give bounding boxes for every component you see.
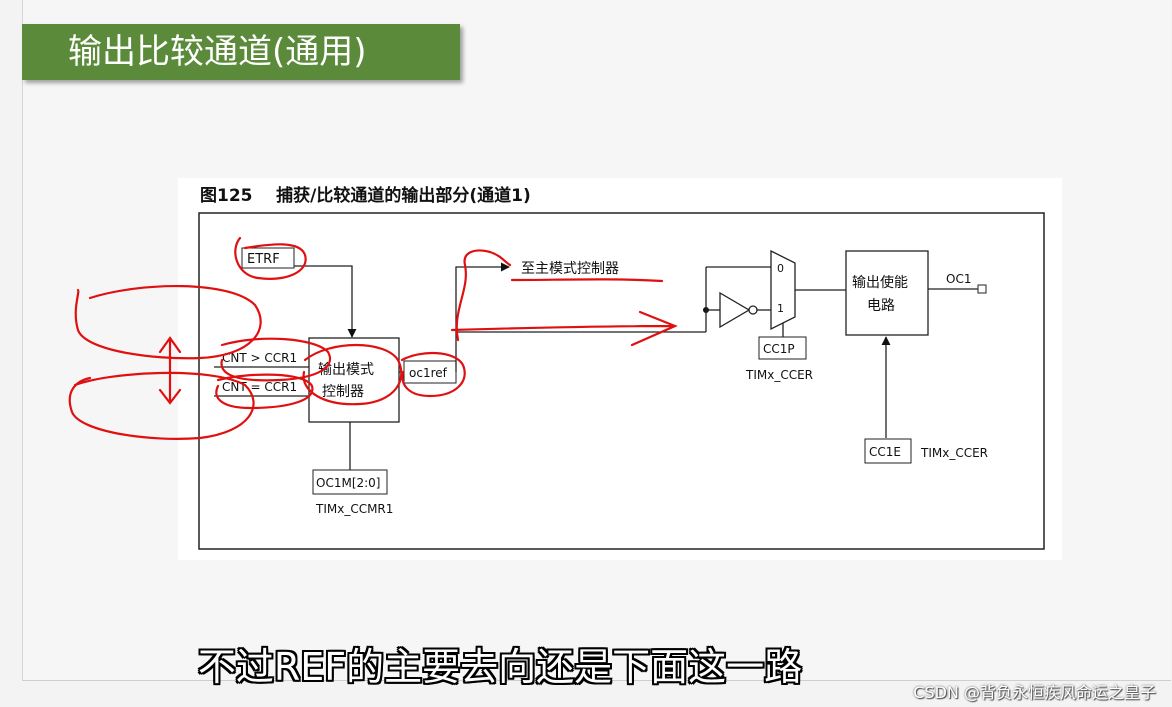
etrf-box — [241, 247, 295, 269]
mode-controller-box — [308, 337, 400, 423]
csdn-watermark: CSDN @背负永恒疾风命运之皇子 — [913, 683, 1156, 702]
mode-controller-label-2: 控制器 — [322, 384, 364, 400]
cc1p-box — [758, 336, 807, 360]
slide-title: 输出比较通道(通用) — [22, 24, 460, 80]
annotation-branch-curve — [455, 249, 512, 342]
cnt-gt-label: CNT > CCR1 — [222, 351, 297, 365]
oc1ref-branch-wire — [455, 331, 706, 372]
enable-label-1: 输出使能 — [852, 274, 908, 291]
to-master-label: 至主模式控制器 — [521, 261, 619, 277]
cc1e-box — [864, 438, 912, 464]
annotation-oc1ref-loop — [400, 351, 466, 398]
annotation-lower-lobe — [68, 371, 255, 440]
ccer1-label: TIMx_CCER — [745, 368, 813, 382]
inverter-symbol — [719, 291, 751, 329]
enable-circuit-box — [845, 250, 929, 336]
oc1-pin — [977, 284, 987, 294]
to-master-wire — [455, 262, 510, 332]
cnt-eq-label: CNT = CCR1 — [222, 380, 297, 394]
mux-0-label: 0 — [777, 262, 784, 275]
inverter-bubble — [748, 305, 758, 315]
annotation-cnt-eq-loop — [215, 373, 314, 410]
mode-controller-label-1: 输出模式 — [318, 362, 374, 378]
red-annotations — [68, 236, 678, 440]
oc1m-box — [312, 469, 388, 495]
video-subtitle: 不过REF的主要去向还是下面这一路 — [197, 645, 803, 689]
annotation-main-arrow — [450, 310, 678, 347]
annotation-master-underline — [510, 278, 664, 283]
oc1-label: OC1 — [946, 272, 971, 286]
ccmr1-label: TIMx_CCMR1 — [315, 502, 393, 516]
oc1ref-label: oc1ref — [409, 366, 448, 380]
oc1m-label: OC1M[2:0] — [316, 476, 381, 490]
etrf-label: ETRF — [247, 252, 280, 267]
diagram-frame — [198, 212, 1045, 550]
annotation-double-arrow — [158, 336, 182, 405]
enable-label-2: 电路 — [867, 298, 895, 314]
ccer2-label: TIMx_CCER — [920, 446, 988, 460]
figure-caption: 图125 捕获/比较通道的输出部分(通道1) — [200, 186, 531, 206]
etrf-wire — [294, 265, 357, 338]
annotation-upper-lobe — [74, 285, 262, 360]
cc1e-label: CC1E — [869, 445, 901, 459]
mux-symbol — [770, 249, 796, 331]
annotation-controller-loop — [302, 344, 403, 406]
annotation-etrf-loop — [234, 236, 307, 280]
cc1p-label: CC1P — [763, 342, 795, 356]
mux-1-label: 1 — [777, 302, 784, 315]
